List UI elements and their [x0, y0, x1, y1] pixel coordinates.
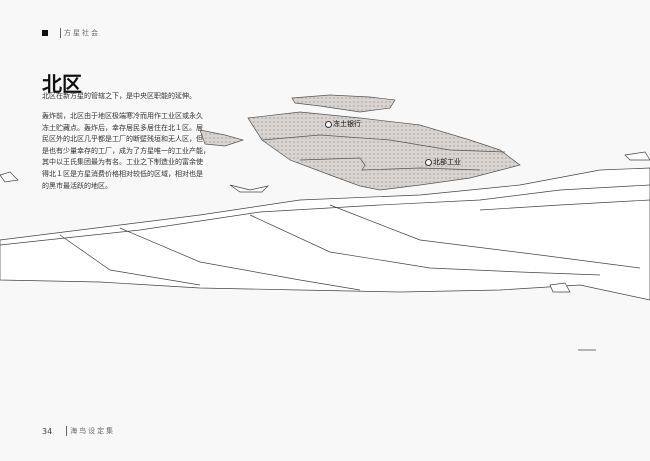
paragraph-line: 轰炸前，北区由于地区极端寒冷而用作工业区或永久 [42, 112, 203, 120]
section-name: 方星社会 [60, 28, 100, 38]
map-label-text: 北部工业 [433, 158, 461, 166]
north-district-region [247, 111, 521, 191]
paragraph-line: 其中以王氏集团最为有名。工业之下制造业的富余使 [42, 158, 203, 167]
page-subtitle: 北区在新方星的管辖之下，是中央区职能的延伸。 [42, 92, 196, 100]
page-title: 北区 [42, 72, 82, 96]
body-paragraph: 轰炸前，北区由于地区极端寒冷而用作工业区或永久 冻土贮藏点。轰炸后，幸存居民多居… [42, 111, 212, 192]
map-label-industry: 北部工业 [425, 157, 461, 167]
paragraph-line: 民区外的北区几乎都是工厂的断壁残垣和无人区，但 [42, 135, 203, 144]
map-label-text: 冻土银行 [333, 120, 361, 128]
paragraph-line: 的黑市最活跃的地区。 [42, 181, 112, 190]
paragraph-line: 冻土贮藏点。轰炸后，幸存居民多居住在北１区。居 [42, 123, 203, 132]
section-marker-icon [42, 30, 48, 36]
location-marker-icon [325, 120, 332, 128]
paragraph-line: 是也有少量幸存的工厂，成为了方星唯一的工业产能， [42, 146, 210, 155]
landmass-south [0, 167, 650, 301]
location-marker-icon [425, 158, 432, 166]
book-title: 海鸟设定集 [66, 426, 115, 436]
page-number: 34 [42, 426, 53, 436]
paragraph-line: 得北１区是方星消费价格相对较低的区域，相对也是 [42, 169, 203, 178]
section-header: 方星社会 [42, 28, 100, 38]
page-footer: 34 海鸟设定集 [42, 426, 115, 436]
map-label-bank: 冻土银行 [325, 119, 361, 129]
